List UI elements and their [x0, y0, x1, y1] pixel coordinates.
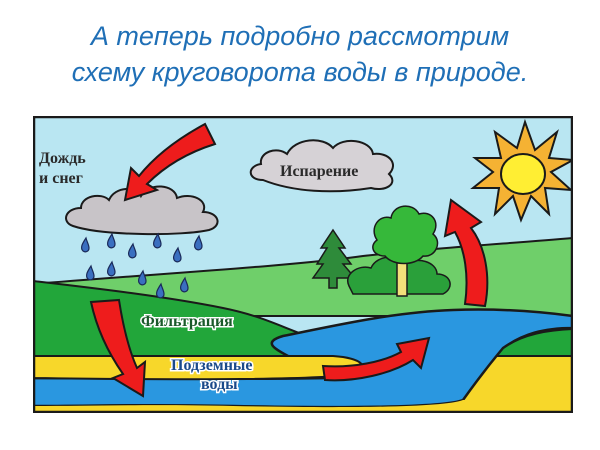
label-groundwater-2: воды — [201, 376, 238, 393]
raindrops — [80, 232, 203, 299]
deciduous-tree-icon — [372, 205, 439, 297]
arrow-groundwater-to-lake — [321, 336, 431, 382]
arrow-into-cloud — [123, 122, 217, 202]
sun-icon — [470, 118, 573, 223]
label-filtration: Фильтрация — [141, 313, 233, 330]
water-cycle-diagram: Дождь и снег Испарение Фильтрация Подзем… — [33, 116, 573, 413]
arrow-evaporation-up — [443, 198, 489, 308]
label-rain-snow-1: Дождь — [39, 150, 86, 167]
fir-tree-icon — [311, 228, 357, 289]
label-groundwater-1: Подземные — [171, 357, 253, 374]
label-rain-snow-2: и снег — [39, 170, 83, 187]
diagram-frame — [33, 116, 573, 413]
label-evaporation: Испарение — [280, 163, 358, 180]
far-hill — [33, 236, 573, 317]
slide-title-line-1: А теперь подробно рассмотрим — [90, 21, 510, 51]
evaporation-cloud — [249, 139, 394, 193]
slide-title: А теперь подробно рассмотрим схему круго… — [0, 18, 600, 90]
rain-cloud — [65, 185, 219, 236]
slide-title-line-2: схему круговорота воды в природе. — [71, 57, 529, 87]
arrow-filtration-down — [89, 298, 147, 398]
